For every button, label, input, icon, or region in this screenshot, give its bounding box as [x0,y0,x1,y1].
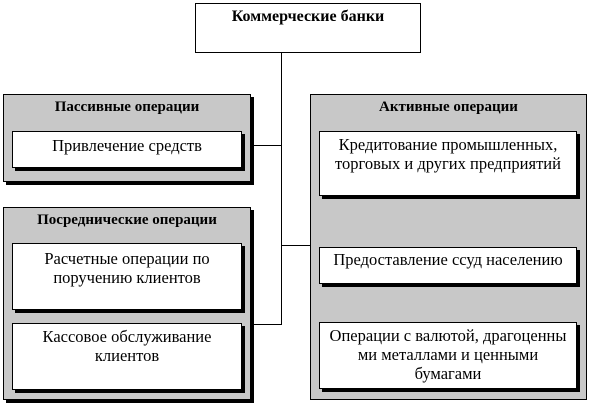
card-loans-population-label: Предоставление ссуд населению [333,250,563,269]
panel-passive-title: Пассивные операции [54,99,200,115]
card-lending-enterprises-label: Кредитование промышленных, торговых и др… [335,135,561,173]
top-box-commercial-banks: Коммерческие банки [195,3,421,53]
card-cash-services-label: Кассовое обслуживание клиентов [42,327,212,365]
card-currency-operations-label: Операции с валютой, драгоценны ми металл… [329,326,567,383]
connector-passive [250,145,282,146]
card-attracting-funds: Привлечение средств [12,131,242,168]
card-attracting-funds-label: Привлечение средств [52,136,202,155]
connector-active [281,245,311,246]
panel-intermediary-title: Посреднические операции [37,212,217,228]
card-lending-enterprises: Кредитование промышленных, торговых и др… [319,131,577,196]
card-loans-population: Предоставление ссуд населению [319,247,577,284]
card-cash-services: Кассовое обслуживание клиентов [12,323,242,390]
card-currency-operations: Операции с валютой, драгоценны ми металл… [319,322,577,389]
top-box-title: Коммерческие банки [231,8,385,25]
panel-active-title: Активные операции [379,99,518,115]
connector-vertical [281,53,282,325]
connector-intermediary [250,324,282,325]
card-settlement-operations-label: Расчетные операции по поручению клиентов [44,249,210,287]
card-settlement-operations: Расчетные операции по поручению клиентов [12,243,242,310]
